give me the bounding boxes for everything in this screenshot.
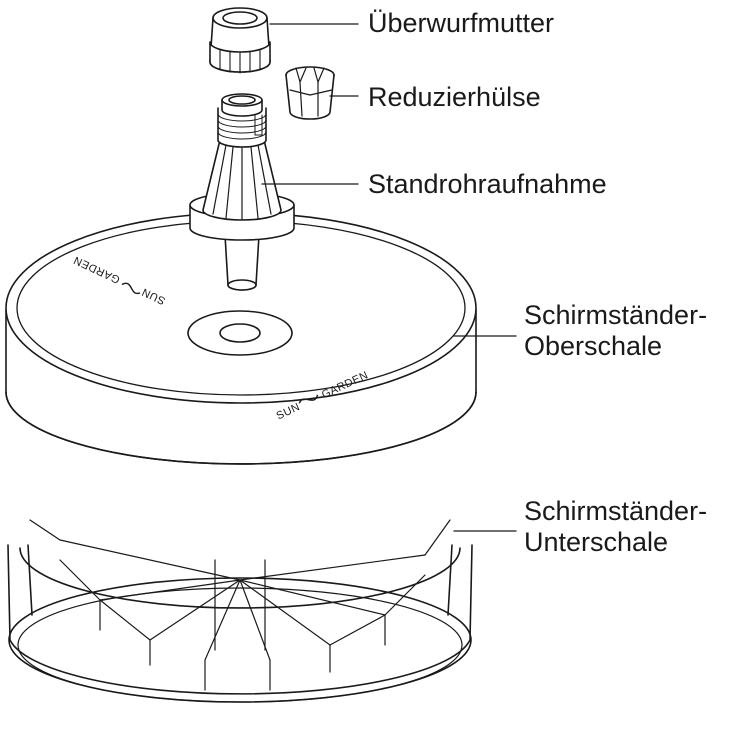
upper-shell (5, 212, 477, 465)
logo-swoosh-icon (298, 394, 319, 404)
lower-shell (7, 519, 473, 703)
label-upper-shell-line1: Schirmständer- (524, 300, 708, 330)
label-upper-shell: Schirmständer- Oberschale (524, 300, 707, 362)
label-tube-holder: Standrohraufnahme (368, 169, 607, 200)
leader-lines (261, 23, 517, 532)
label-reducing-sleeve: Reduzierhülse (368, 82, 541, 113)
tube-holder-ribs (212, 144, 272, 220)
label-lower-shell: Schirmständer- Unterschale (524, 496, 707, 558)
label-union-nut-text: Überwurfmutter (368, 8, 555, 38)
label-lower-shell-line1: Schirmständer- (524, 496, 708, 526)
label-lower-shell-line2: Unterschale (524, 527, 669, 557)
label-reducing-sleeve-text: Reduzierhülse (368, 82, 541, 112)
union-nut (209, 7, 271, 74)
label-tube-holder-text: Standrohraufnahme (368, 169, 607, 199)
label-upper-shell-line2: Oberschale (524, 331, 663, 361)
lower-shell-ribs (29, 519, 451, 691)
tube-holder (189, 93, 295, 291)
label-union-nut: Überwurfmutter (368, 8, 554, 39)
logo-swoosh-icon (121, 282, 141, 295)
reducing-sleeve (285, 66, 335, 120)
